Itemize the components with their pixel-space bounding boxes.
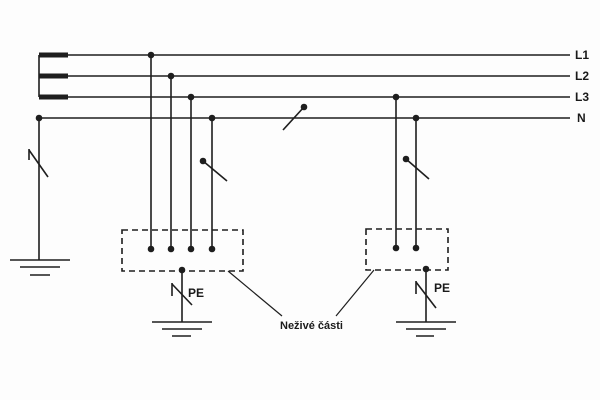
- consumer-1-pe-switch-symbol: [171, 283, 193, 306]
- label-n: N: [577, 111, 586, 125]
- consumer-2-exposed-parts-box: [365, 228, 449, 271]
- consumer-1-feeders: [150, 55, 228, 249]
- leader-line-2: [335, 269, 375, 317]
- label-l1: L1: [575, 48, 590, 62]
- consumer-1-ground-icon: [152, 321, 212, 337]
- junction-dots: [35, 51, 430, 274]
- label-pe-2: PE: [434, 281, 451, 295]
- consumer-1-exposed-parts-box: [121, 229, 244, 272]
- consumer-2-feeders: [395, 97, 430, 248]
- source-switch-symbol: [28, 149, 49, 178]
- label-pe-1: PE: [188, 286, 205, 300]
- label-l2: L2: [575, 69, 590, 83]
- leader-line-1: [227, 270, 283, 317]
- label-exposed-parts: Neživé části: [280, 320, 343, 332]
- label-l3: L3: [575, 90, 590, 104]
- source-ground-icon: [10, 259, 70, 276]
- source-winding-stubs: [39, 52, 68, 100]
- n-line-switch-symbol: [282, 106, 305, 131]
- consumer-2-ground-icon: [396, 321, 456, 337]
- consumer-2-pe-switch-symbol: [415, 281, 437, 309]
